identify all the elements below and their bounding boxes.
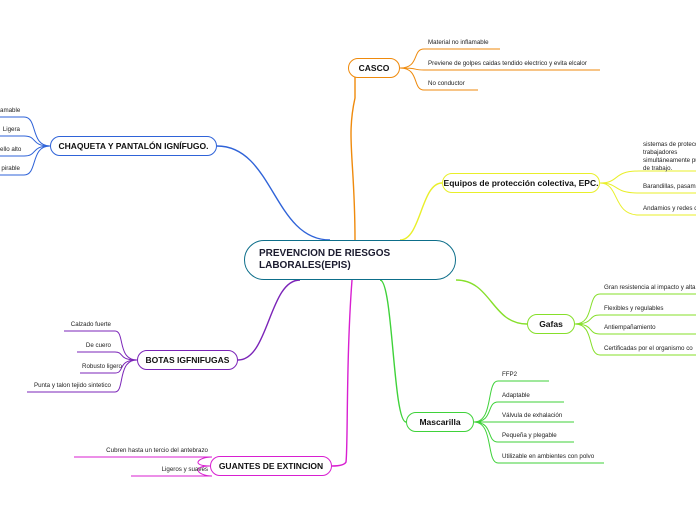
connector-guantes (331, 279, 353, 467)
branch-chaqueta[interactable]: CHAQUETA Y PANTALÓN IGNÍFUGO. (50, 136, 217, 156)
central-topic-label: PREVENCION DE RIESGOS LABORALES(EPIS) (259, 248, 391, 271)
leaf-line-botas-1 (77, 351, 138, 361)
leaf-casco-0[interactable]: Material no inflamable (428, 39, 489, 46)
branch-chaqueta-label: CHAQUETA Y PANTALÓN IGNÍFUGO. (58, 141, 209, 151)
leaf-line-botas-3 (27, 359, 138, 393)
branch-gafas-label: Gafas (539, 319, 563, 329)
leaf-chaqueta-1[interactable]: Ligera (2, 126, 20, 133)
branch-mascarilla-label: Mascarilla (419, 417, 461, 427)
connector-equipos (399, 182, 443, 241)
leaf-equipos-1[interactable]: Barandillas, pasamanos (643, 183, 696, 190)
leaf-line-casco-2 (399, 67, 478, 91)
leaf-mascarilla-2[interactable]: Válvula de exhalación (502, 412, 563, 419)
leaf-line-chaqueta-3 (0, 145, 51, 176)
leaf-mascarilla-3[interactable]: Pequeña y plegable (502, 432, 557, 439)
leaf-line-guantes-1 (131, 465, 213, 477)
branch-gafas[interactable]: Gafas (527, 314, 575, 334)
leaf-line-gafas-3 (574, 323, 696, 356)
leaf-gafas-2[interactable]: Antiempañamiento (604, 324, 656, 331)
leaf-chaqueta-2[interactable]: ello alto (0, 146, 22, 153)
branch-guantes-label: GUANTES DE EXTINCION (218, 461, 324, 471)
leaf-line-mascarilla-4 (473, 421, 604, 464)
leaf-botas-1[interactable]: De cuero (85, 342, 111, 349)
leaf-botas-3[interactable]: Punta y talon tejido sintetico (33, 382, 111, 389)
leaf-gafas-0[interactable]: Gran resistencia al impacto y alta (604, 284, 696, 291)
leaf-gafas-3[interactable]: Certificadas por el organismo co (604, 345, 693, 352)
leaf-equipos-0[interactable]: sistemas de protección trabajadores simu… (643, 141, 696, 172)
leaf-line-equipos-0 (599, 170, 696, 184)
branch-equipos[interactable]: Equipos de protección colectiva, EPC. (442, 173, 600, 193)
connector-mascarilla (379, 279, 407, 423)
leaf-line-mascarilla-0 (473, 380, 549, 423)
leaf-line-guantes-0 (74, 456, 213, 467)
leaf-guantes-0[interactable]: Cubren hasta un tercio del antebrazo (106, 447, 208, 454)
branch-mascarilla[interactable]: Mascarilla (406, 412, 474, 432)
leaf-line-botas-0 (64, 330, 138, 361)
connector-chaqueta (216, 145, 331, 241)
leaf-line-equipos-2 (599, 182, 696, 216)
leaf-chaqueta-0[interactable]: amable (0, 107, 21, 114)
leaf-line-casco-1 (399, 67, 600, 71)
connector-casco (347, 67, 356, 241)
leaf-mascarilla-0[interactable]: FFP2 (502, 371, 518, 378)
leaf-line-chaqueta-1 (0, 135, 51, 147)
leaf-mascarilla-4[interactable]: Utilizable en ambientes con polvo (502, 453, 595, 460)
connector-gafas (455, 279, 528, 325)
leaf-guantes-1[interactable]: Ligeros y suaves (161, 466, 208, 473)
leaf-line-gafas-2 (574, 323, 696, 335)
leaf-line-mascarilla-1 (473, 401, 564, 423)
leaf-casco-2[interactable]: No conductor (428, 80, 465, 87)
leaf-equipos-2[interactable]: Andamios y redes de (643, 205, 696, 212)
leaf-botas-0[interactable]: Calzado fuerte (70, 321, 111, 328)
leaf-gafas-1[interactable]: Flexibles y regulables (604, 305, 664, 312)
leaf-mascarilla-1[interactable]: Adaptable (502, 392, 530, 399)
central-topic[interactable]: PREVENCION DE RIESGOS LABORALES(EPIS) (244, 240, 456, 280)
branch-casco[interactable]: CASCO (348, 58, 400, 78)
leaf-chaqueta-3[interactable]: pirable (1, 165, 20, 172)
leaf-botas-2[interactable]: Robusto ligero (82, 363, 122, 370)
leaf-line-equipos-1 (599, 182, 696, 194)
leaf-line-gafas-1 (574, 314, 696, 325)
branch-guantes[interactable]: GUANTES DE EXTINCION (210, 456, 332, 476)
connector-botas (237, 279, 301, 361)
leaf-casco-1[interactable]: Previene de golpes caidas tendido electr… (428, 60, 587, 67)
leaf-line-chaqueta-0 (0, 116, 51, 147)
branch-botas[interactable]: BOTAS IGFNIFUGAS (137, 350, 238, 370)
branch-botas-label: BOTAS IGFNIFUGAS (145, 355, 230, 365)
leaf-line-casco-0 (399, 48, 500, 69)
branch-casco-label: CASCO (358, 63, 390, 73)
leaf-line-gafas-0 (574, 293, 696, 325)
branch-equipos-label: Equipos de protección colectiva, EPC. (443, 178, 599, 188)
